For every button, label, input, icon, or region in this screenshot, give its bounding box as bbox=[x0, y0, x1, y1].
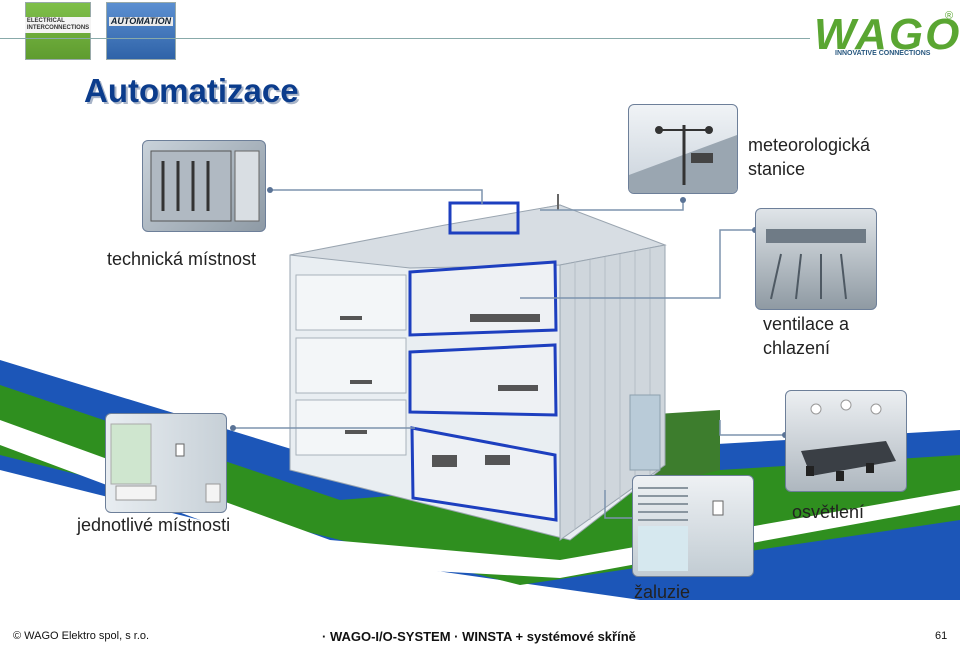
page-number: 61 bbox=[935, 630, 947, 642]
conference-room-icon bbox=[786, 391, 906, 491]
label-technical-room: technická místnost bbox=[107, 247, 256, 271]
individual-room-photo bbox=[105, 413, 227, 513]
ventilation-duct-icon bbox=[756, 209, 876, 309]
floor-2-room-left bbox=[296, 338, 406, 393]
ventilation-photo bbox=[755, 208, 877, 310]
room-thermostat-icon bbox=[106, 414, 226, 512]
footer-copyright: © WAGO Elektro spol, s r.o. bbox=[13, 630, 149, 642]
weather-station-photo bbox=[628, 104, 738, 194]
label-ventilation: ventilace a chlazení bbox=[763, 312, 873, 360]
glass-tower bbox=[630, 395, 660, 470]
label-lighting: osvětlení bbox=[792, 500, 864, 524]
floor-3-room-left bbox=[296, 275, 406, 330]
technical-room-photo bbox=[142, 140, 266, 232]
label-blinds: žaluzie bbox=[634, 580, 690, 604]
blinds-photo bbox=[632, 475, 754, 577]
footer-system: · WAGO-I/O-SYSTEM · WINSTA + systémové s… bbox=[322, 629, 636, 644]
electrical-cabinet-icon bbox=[143, 141, 265, 231]
label-meteo: meteorologická stanice bbox=[748, 133, 888, 181]
label-individual-rooms: jednotlivé místnosti bbox=[77, 513, 230, 537]
anemometer-icon bbox=[629, 105, 737, 193]
lighting-photo bbox=[785, 390, 907, 492]
highlight-room-middle bbox=[410, 345, 556, 415]
window-blinds-icon bbox=[633, 476, 753, 576]
